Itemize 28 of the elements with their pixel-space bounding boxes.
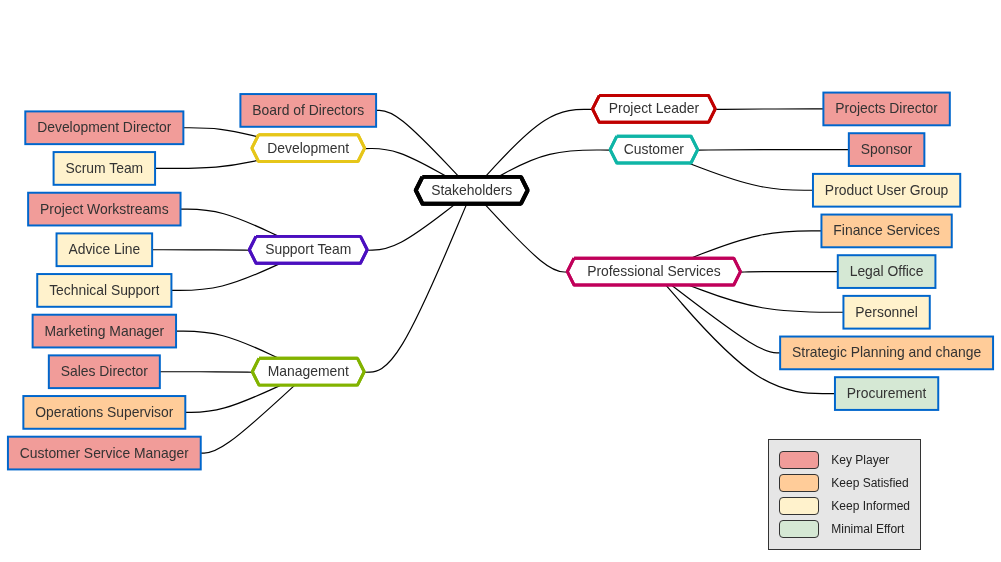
connector: [159, 371, 254, 373]
legend-text: Keep Satisfied: [831, 476, 909, 490]
node-box: Scrum Team: [52, 151, 157, 186]
connector: [200, 385, 295, 454]
node-box: Board of Directors: [239, 93, 378, 128]
node-box: Strategic Planning and change: [779, 335, 995, 371]
connector: [671, 284, 781, 354]
legend-text: Minimal Effort: [831, 522, 905, 536]
node-box: Sales Director: [47, 354, 161, 390]
node-box: Procurement: [833, 376, 940, 411]
node-box: Project Workstreams: [27, 191, 182, 227]
node-box: Finance Services: [820, 213, 953, 249]
node-box: Operations Supervisor: [22, 395, 187, 430]
node-box: Customer Service Manager: [6, 435, 202, 471]
legend-text: Keep Informed: [831, 499, 910, 513]
node-box: Development Director: [24, 110, 185, 146]
node-box: Projects Director: [822, 91, 951, 127]
node-box: Product User Group: [811, 172, 962, 208]
node-box: Advice Line: [55, 232, 154, 268]
node-box: Marketing Manager: [31, 313, 178, 349]
connector: [364, 203, 468, 373]
node-box: Technical Support: [36, 273, 173, 308]
legend-text: Key Player: [831, 453, 890, 467]
connector: [715, 108, 824, 111]
node-box: Legal Office: [836, 254, 937, 289]
node-box: Sponsor: [847, 132, 926, 167]
node-box: Personnel: [842, 294, 931, 330]
connector: [367, 203, 456, 251]
